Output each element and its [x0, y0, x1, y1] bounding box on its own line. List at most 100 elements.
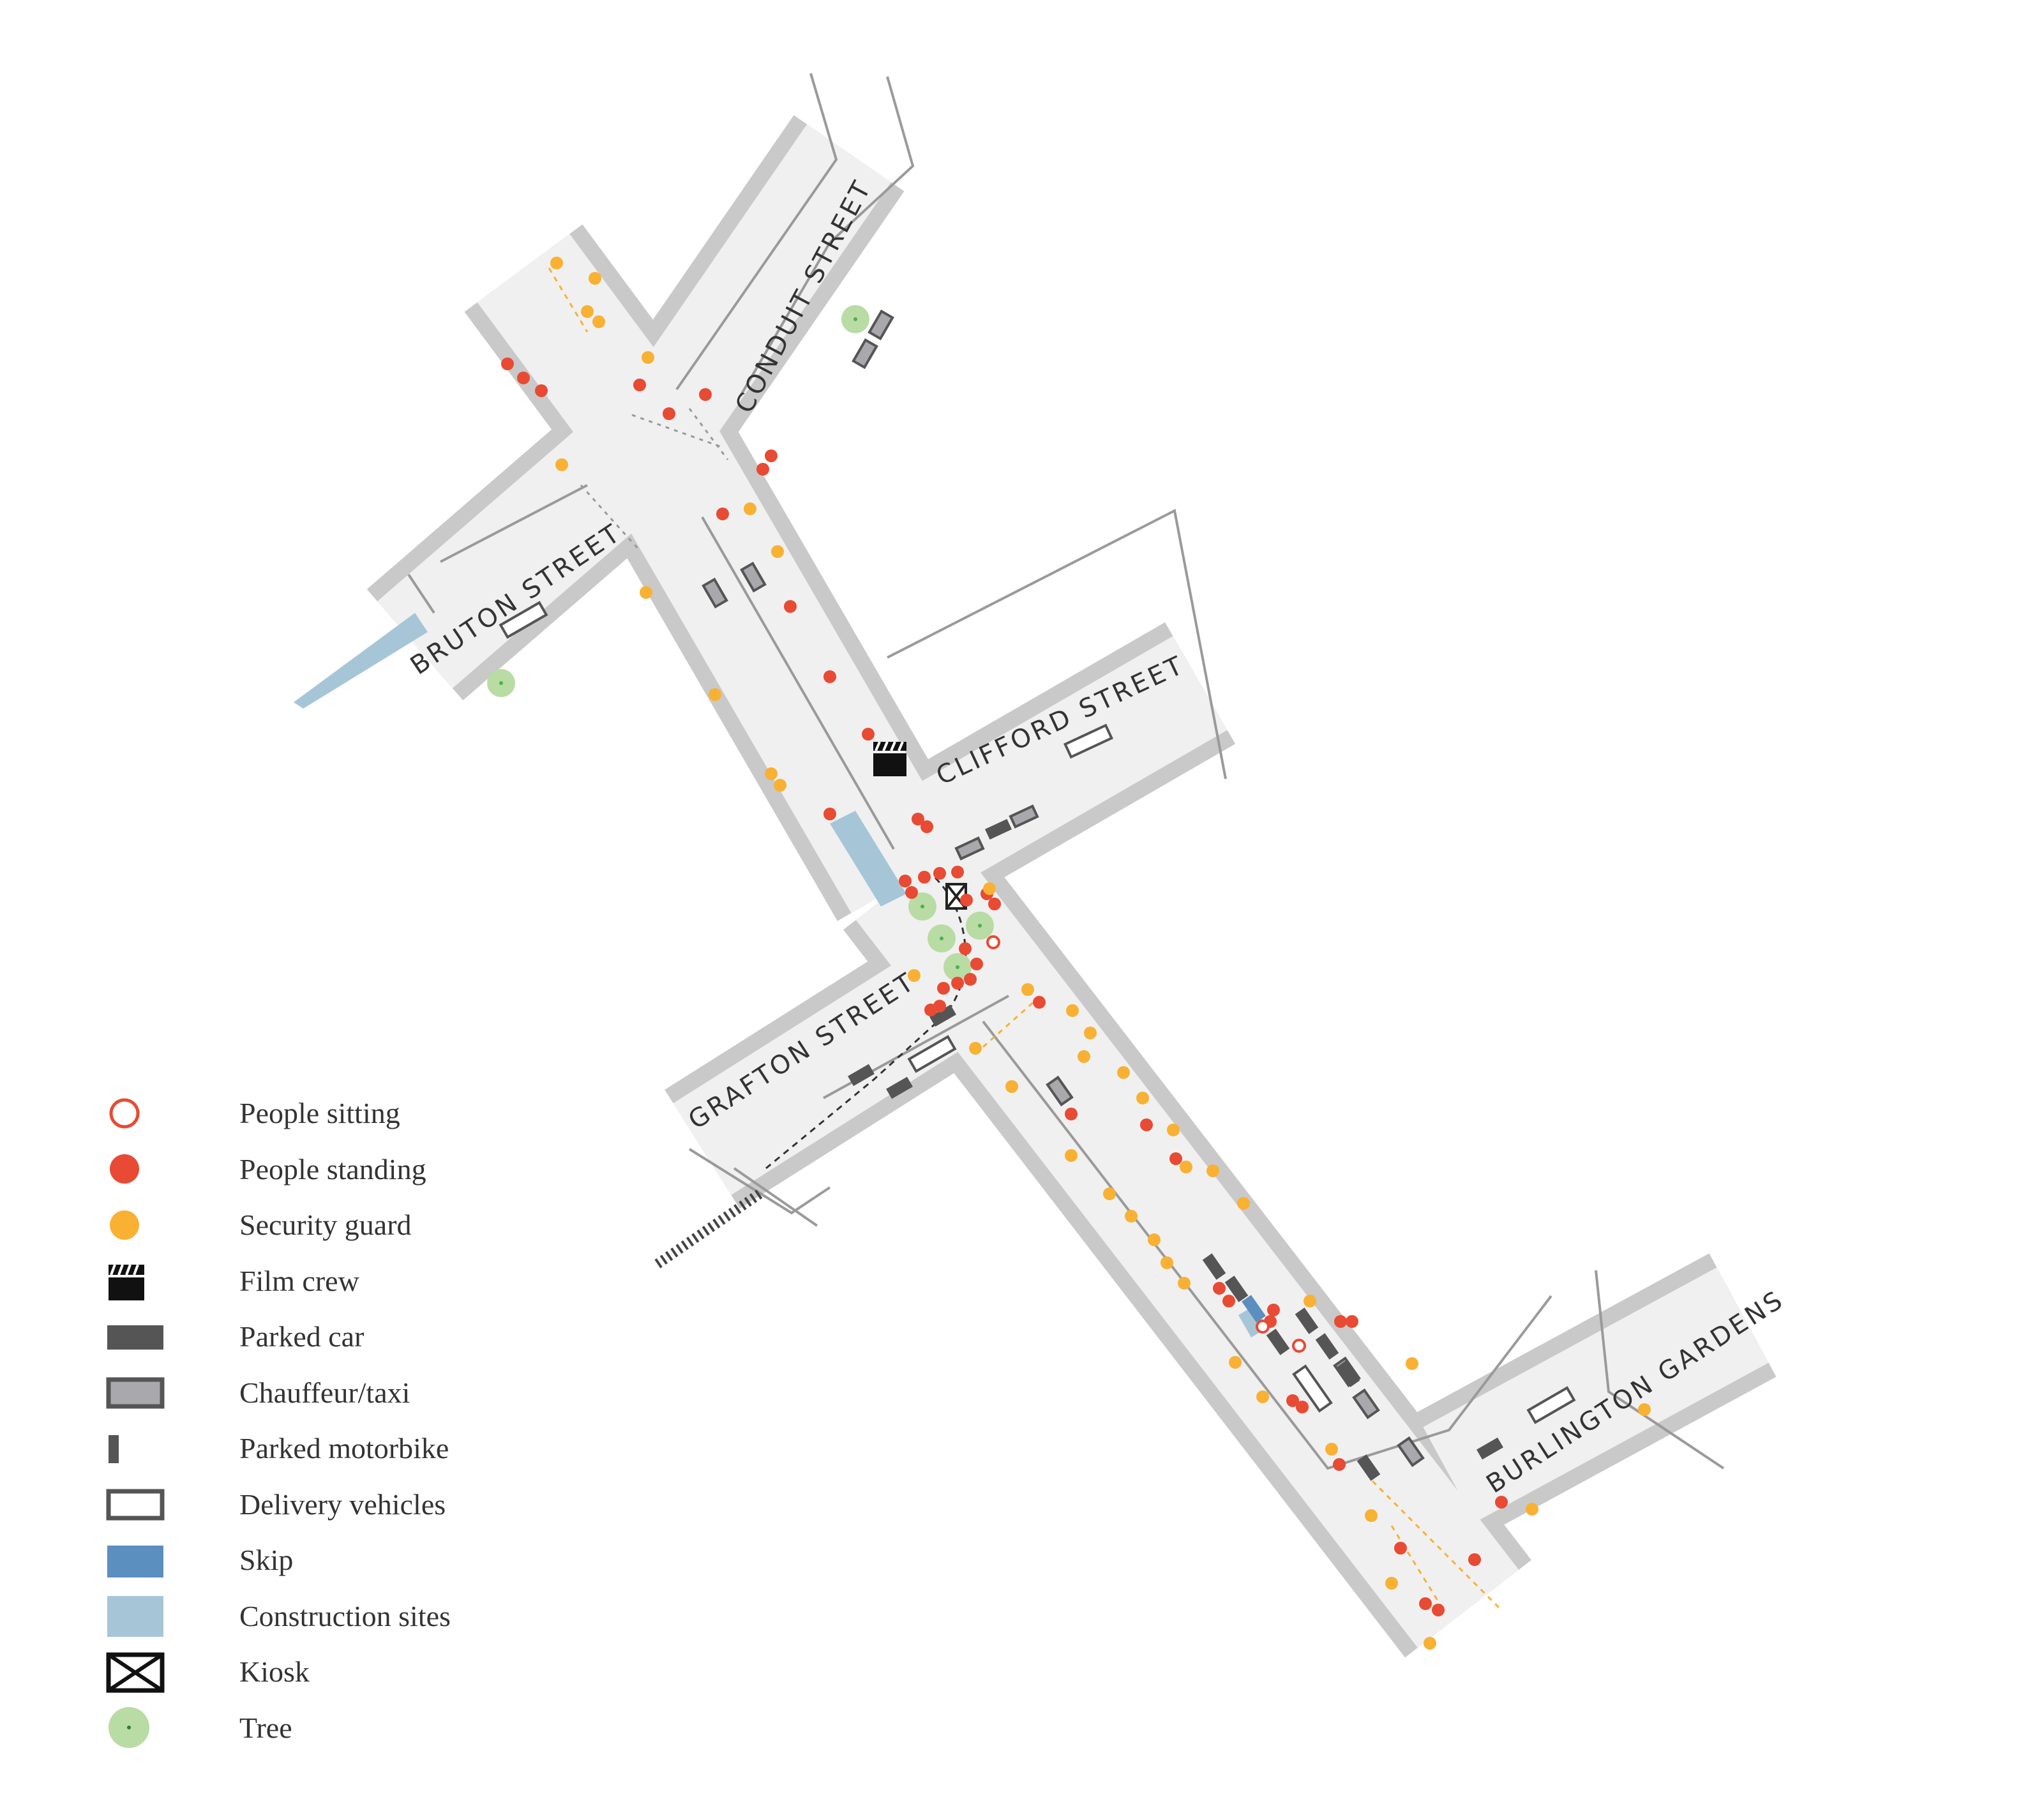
- clapperboard-icon: [102, 1258, 166, 1303]
- security-guard-dot: [1206, 1164, 1219, 1177]
- person-standing-dot: [1334, 1315, 1347, 1328]
- orange-dot-icon: [102, 1203, 166, 1247]
- legend-label: Tree: [239, 1711, 292, 1744]
- legend-construction-sites: Construction sites: [102, 1588, 549, 1645]
- person-standing-dot: [1222, 1295, 1235, 1307]
- legend-label: Parked car: [239, 1320, 364, 1353]
- security-guard-dot: [969, 1042, 982, 1055]
- people-sitting-dots: [986, 935, 1306, 1353]
- security-guard-dot: [1256, 1390, 1269, 1403]
- security-guard-dot: [1180, 1161, 1192, 1173]
- red-dot-icon: [102, 1147, 166, 1191]
- person-standing-dot: [905, 886, 918, 899]
- security-guard-dot: [1237, 1197, 1250, 1210]
- security-guard-dot: [1365, 1509, 1378, 1522]
- security-guard-dot: [1065, 1149, 1078, 1162]
- security-guard-dot: [1084, 1027, 1097, 1039]
- security-guard-dot: [1148, 1233, 1161, 1246]
- person-standing-dot: [1169, 1152, 1182, 1165]
- person-standing-dot: [699, 388, 712, 401]
- legend-skip: Skip: [102, 1532, 549, 1588]
- person-standing-dot: [633, 379, 646, 391]
- legend-label: People sitting: [239, 1097, 400, 1130]
- legend-label: People standing: [239, 1152, 426, 1186]
- security-guard-dot: [640, 586, 652, 599]
- legend-label: Construction sites: [239, 1599, 451, 1632]
- security-guard-dot: [1424, 1637, 1436, 1650]
- person-standing-dot: [951, 866, 964, 878]
- person-standing-dot: [951, 977, 964, 990]
- security-guard-dot: [1136, 1092, 1149, 1104]
- legend-film-crew: Film crew: [102, 1253, 549, 1309]
- security-guard-dot: [1078, 1050, 1090, 1063]
- person-standing-dot: [535, 384, 548, 397]
- clapperboard-icon: [873, 741, 906, 776]
- security-guard-dot: [592, 315, 605, 328]
- person-standing-dot: [1468, 1553, 1481, 1566]
- person-standing-dot: [937, 982, 950, 995]
- security-guard-dot: [771, 545, 784, 558]
- vehicles: [499, 309, 1576, 1481]
- legend-parked-motorbike: Parked motorbike: [102, 1420, 549, 1477]
- security-guard-dot: [983, 882, 996, 895]
- person-sitting-marker: [1256, 1320, 1270, 1334]
- open-red-circle-icon: [102, 1091, 166, 1136]
- person-standing-dot: [1033, 996, 1046, 1009]
- security-guard-dot: [1167, 1124, 1180, 1136]
- map-legend: People sitting People standing Security …: [102, 1085, 549, 1756]
- person-standing-dot: [912, 813, 924, 825]
- skip-icon: [102, 1538, 166, 1583]
- people-standing-dots: [501, 358, 1508, 1616]
- person-sitting-marker: [1292, 1339, 1306, 1353]
- person-standing-dot: [1296, 1401, 1309, 1413]
- legend-label: Skip: [239, 1544, 294, 1577]
- security-guard-dot: [1385, 1577, 1398, 1590]
- person-standing-dot: [959, 942, 972, 955]
- security-guard-dot: [1229, 1356, 1242, 1369]
- legend-label: Security guard: [239, 1208, 412, 1242]
- security-guard-dot: [1638, 1403, 1651, 1416]
- person-standing-dot: [1495, 1496, 1508, 1509]
- person-standing-dot: [517, 372, 530, 384]
- legend-label: Chauffeur/taxi: [239, 1376, 410, 1409]
- person-standing-dot: [1140, 1118, 1153, 1131]
- parked-motorbike-icon: [102, 1426, 166, 1471]
- person-standing-dot: [501, 358, 514, 370]
- construction-site-icon: [102, 1593, 166, 1638]
- person-standing-dot: [1286, 1394, 1299, 1407]
- person-standing-dot: [1213, 1282, 1226, 1295]
- crossed-box-icon: [102, 1650, 166, 1694]
- security-guard-dot: [642, 351, 654, 364]
- parked-car-icon: [102, 1314, 166, 1359]
- person-standing-dot: [1333, 1458, 1346, 1471]
- legend-people-standing: People standing: [102, 1141, 549, 1198]
- person-standing-dot: [1267, 1304, 1280, 1316]
- person-standing-dot: [1394, 1542, 1407, 1554]
- legend-kiosk: Kiosk: [102, 1644, 549, 1700]
- legend-label: Kiosk: [239, 1655, 310, 1689]
- security-guard-dot: [581, 305, 594, 318]
- person-standing-dot: [823, 808, 836, 820]
- security-guard-dot: [1325, 1443, 1338, 1456]
- person-standing-dot: [899, 875, 912, 887]
- person-standing-dot: [1419, 1597, 1432, 1610]
- person-standing-dot: [988, 898, 1001, 910]
- person-standing-dot: [964, 973, 977, 986]
- security-guard-dot: [1103, 1187, 1116, 1200]
- security-guard-dot: [1021, 983, 1034, 996]
- security-guard-dot: [1178, 1277, 1191, 1290]
- streets-layer: [366, 73, 1777, 1658]
- legend-label: Delivery vehicles: [239, 1487, 446, 1521]
- legend-security-guard: Security guard: [102, 1197, 549, 1253]
- delivery-vehicle-icon: [102, 1482, 166, 1526]
- person-standing-dot: [663, 407, 675, 420]
- legend-label: Parked motorbike: [239, 1432, 449, 1465]
- person-standing-dot: [933, 1000, 946, 1012]
- security-guard-dot: [1005, 1080, 1018, 1093]
- security-guard-dot: [1161, 1256, 1173, 1269]
- person-standing-dot: [765, 449, 778, 462]
- security-guard-dot: [709, 688, 721, 701]
- person-standing-dot: [716, 508, 729, 520]
- person-standing-dot: [960, 894, 973, 907]
